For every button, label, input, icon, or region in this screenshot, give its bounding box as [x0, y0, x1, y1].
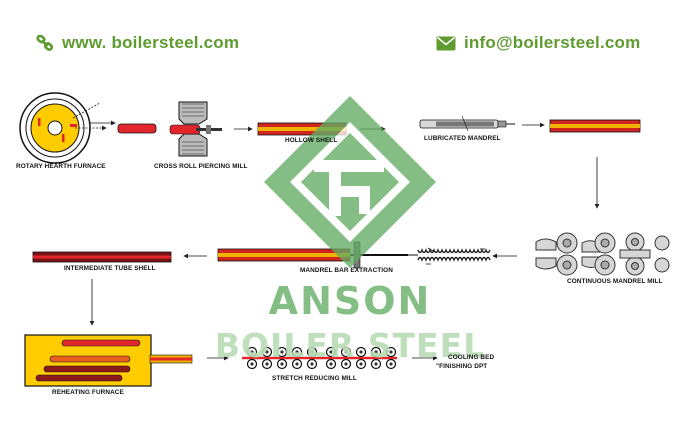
label-stretch-reducing-mill: STRETCH REDUCING MILL: [272, 375, 357, 382]
label-continuous-mandrel-mill: CONTINUOUS MANDREL MILL: [567, 278, 663, 285]
label-intermediate-tube-shell: INTERMEDIATE TUBE SHELL: [64, 265, 156, 272]
hollow-shell-core: [258, 127, 346, 131]
red-billet: [117, 123, 157, 134]
stretch-reducing-mill-icon: [242, 346, 397, 370]
label-hollow-shell: HOLLOW SHELL: [285, 137, 338, 144]
reheating-furnace-icon: [24, 334, 193, 387]
label-reheating-furnace: REHEATING FURNACE: [52, 389, 124, 396]
rotary-hearth-furnace-icon: [19, 92, 107, 164]
mandrel-bar-extraction-icon: [217, 241, 491, 269]
continuous-mandrel-mill-icon: [535, 232, 670, 276]
label-finishing-dpt: "FINISHING DPT: [436, 363, 488, 370]
envelope-icon: [436, 36, 456, 50]
label-finishing-dpt-text: FINISHING DPT: [439, 363, 488, 370]
website-link[interactable]: www. boilersteel.com: [62, 33, 240, 52]
label-rotary-hearth-furnace: ROTARY HEARTH FURNACE: [16, 163, 106, 170]
cross-roll-piercing-mill-icon: [169, 101, 222, 157]
watermark-subtitle: BOILER STEEL: [214, 326, 486, 365]
lubricated-mandrel-icon: [419, 115, 515, 132]
label-cross-roll-piercing-mill: CROSS ROLL PIERCING MILL: [154, 163, 248, 170]
watermark-title: ANSON: [268, 279, 432, 323]
label-mandrel-bar-extraction: MANDREL BAR EXTRACTION: [300, 267, 393, 274]
label-cooling-bed: COOLING BED: [448, 354, 495, 361]
website-contact[interactable]: www. boilersteel.com: [36, 33, 239, 53]
link-icon: [36, 35, 54, 51]
label-lubricated-mandrel: LUBRICATED MANDREL: [424, 135, 501, 142]
email-link[interactable]: info@boilersteel.com: [464, 33, 641, 52]
email-contact[interactable]: info@boilersteel.com: [436, 33, 640, 53]
